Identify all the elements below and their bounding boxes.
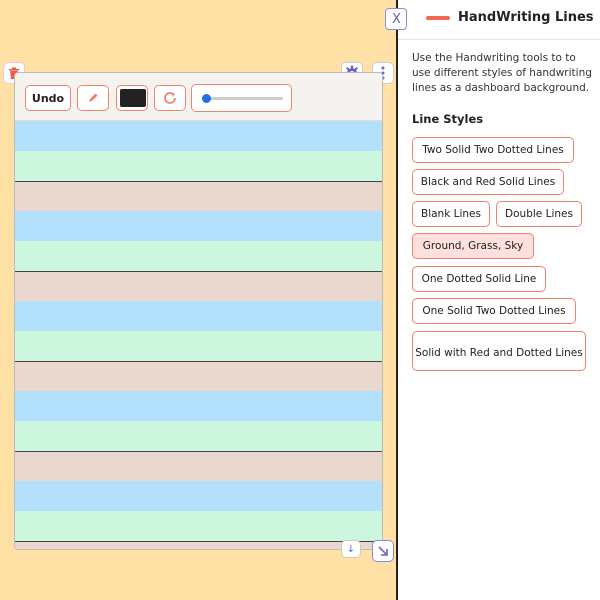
title-accent-bar [426, 16, 450, 20]
slider-track [202, 94, 283, 103]
move-widget-button[interactable]: ↓ [341, 540, 361, 558]
style-option-black-red-solid[interactable]: Black and Red Solid Lines [412, 169, 564, 195]
close-panel-button[interactable]: X [385, 8, 407, 30]
grass-band [15, 421, 382, 451]
ground-band [15, 541, 382, 549]
sidebar-description: Use the Handwriting tools to to use diff… [412, 52, 592, 94]
style-option-one-solid-two-dotted[interactable]: One Solid Two Dotted Lines [412, 298, 576, 324]
style-option-ground-grass-sky[interactable]: Ground, Grass, Sky [412, 233, 534, 259]
style-option-one-dotted-solid[interactable]: One Dotted Solid Line [412, 266, 546, 292]
sidebar-panel: HandWriting Lines Use the Handwriting to… [398, 0, 600, 600]
pen-color-swatch [120, 89, 146, 107]
ground-band [15, 271, 382, 301]
handwriting-widget: Undo [14, 72, 383, 550]
style-option-solid-red-dotted[interactable]: Solid with Red and Dotted Lines [412, 331, 586, 371]
undo-button[interactable]: Undo [25, 85, 71, 111]
pen-tool-button[interactable] [77, 85, 109, 111]
sidebar-title: HandWriting Lines [458, 10, 594, 25]
sky-band [15, 391, 382, 421]
pen-icon [87, 93, 99, 107]
sky-band [15, 121, 382, 151]
move-down-icon: ↓ [346, 544, 356, 555]
ground-band [15, 361, 382, 391]
writing-lines-area[interactable] [15, 121, 382, 549]
style-option-two-solid-two-dotted[interactable]: Two Solid Two Dotted Lines [412, 137, 574, 163]
grass-band [15, 241, 382, 271]
panel-divider [396, 0, 398, 600]
resize-widget-button[interactable] [372, 540, 394, 562]
ground-band [15, 451, 382, 481]
clear-canvas-button[interactable] [154, 85, 186, 111]
color-picker-button[interactable] [116, 85, 148, 111]
widget-toolbar: Undo [15, 73, 382, 121]
sky-band [15, 211, 382, 241]
line-styles-heading: Line Styles [412, 112, 484, 126]
style-option-double-lines[interactable]: Double Lines [496, 201, 582, 227]
sidebar-header: HandWriting Lines [398, 0, 600, 40]
grass-band [15, 151, 382, 181]
slider-thumb[interactable] [202, 94, 212, 103]
grass-band [15, 331, 382, 361]
sky-band [15, 481, 382, 511]
style-option-blank-lines[interactable]: Blank Lines [412, 201, 490, 227]
dashboard-canvas: Undo [0, 0, 396, 600]
resize-arrow-icon [377, 546, 389, 560]
ground-band [15, 181, 382, 211]
sky-band [15, 301, 382, 331]
grass-band [15, 511, 382, 541]
pen-size-slider[interactable] [191, 84, 292, 112]
refresh-icon [162, 92, 178, 109]
